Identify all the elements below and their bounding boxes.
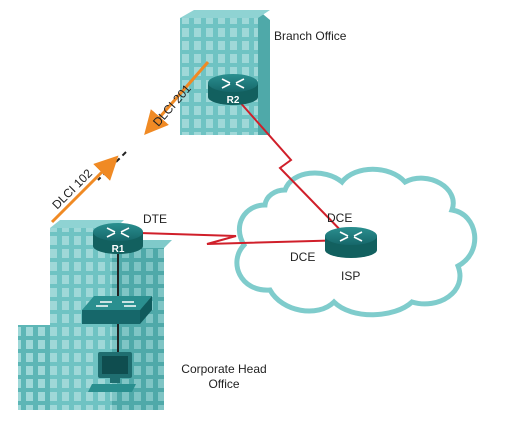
- router-r2-label: R2: [227, 95, 240, 106]
- pvc-dashed-line: [97, 151, 127, 181]
- router-r2-icon: R2: [208, 74, 258, 106]
- corporate-building-icon: [18, 220, 172, 410]
- dte-label: DTE: [143, 212, 167, 226]
- branch-office-label: Branch Office: [274, 29, 347, 43]
- dce-top-label: DCE: [327, 211, 353, 225]
- router-isp-icon: [325, 227, 377, 258]
- branch-office-building-icon: [180, 10, 270, 135]
- pc-icon: [88, 352, 136, 392]
- isp-label: ISP: [341, 269, 361, 283]
- dlci-201-arrow-icon: [144, 61, 210, 136]
- serial-link-branch-isp: [237, 99, 351, 241]
- corporate-label-line2: Office: [208, 377, 240, 391]
- dlci-102-label: DLCI 102: [49, 166, 95, 212]
- router-r1-icon: R1: [93, 223, 143, 255]
- router-r1-label: R1: [112, 244, 125, 255]
- dlci-102-arrow-icon: [50, 155, 119, 224]
- serial-link-corporate-isp: [139, 232, 351, 245]
- corporate-label-line1: Corporate Head: [181, 362, 267, 376]
- dce-left-label: DCE: [290, 250, 316, 264]
- switch-icon: [82, 296, 152, 324]
